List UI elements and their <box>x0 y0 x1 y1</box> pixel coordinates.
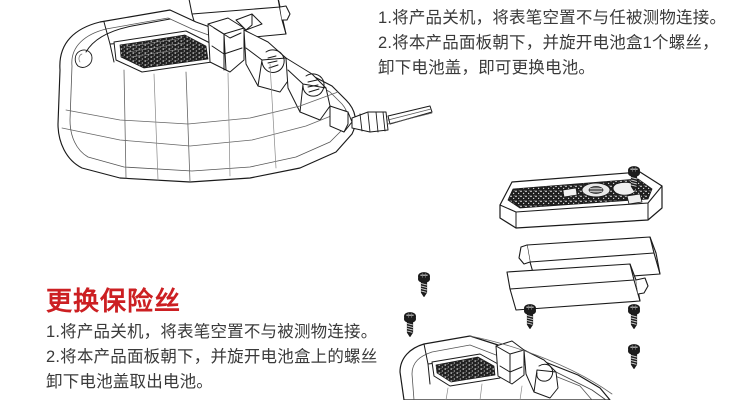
instruction-line: 2.将本产品面板朝下，并旋开电池盒上的螺丝 <box>46 348 378 366</box>
screw-1 <box>628 166 640 192</box>
instructions-bottom-block: 1.将产品关机，将表笔空置不与被测物连接。 2.将本产品面板朝下，并旋开电池盒上… <box>46 320 377 395</box>
instruction-line: 2.将本产品面板朝下，并旋开电池盒1个螺丝， <box>378 34 719 52</box>
screw-2 <box>418 272 430 298</box>
aa-battery-top <box>188 0 291 43</box>
screw-4 <box>524 304 536 330</box>
instruction-line: 1.将产品关机，将表笔空置不与任被测物连接。 <box>378 9 727 27</box>
screws-group <box>404 166 640 370</box>
section-heading: 更换保险丝 <box>46 286 182 316</box>
meter-body-main <box>57 9 433 183</box>
battery-cover-exploded <box>499 171 663 229</box>
screw-3 <box>404 312 416 338</box>
instruction-line: 卸下电池盖，即可更换电池。 <box>378 59 596 77</box>
instruction-line: 1.将产品关机，将表笔空置不与被测物连接。 <box>46 323 378 341</box>
screw-5 <box>628 304 640 330</box>
aa-battery-lower <box>506 263 649 311</box>
aa-battery-upper <box>518 236 661 284</box>
screw-6 <box>628 344 640 370</box>
meter-body-lower <box>399 335 613 400</box>
instructions-top-block: 1.将产品关机，将表笔空置不与任被测物连接。 2.将本产品面板朝下，并旋开电池盒… <box>378 6 726 81</box>
instruction-line: 卸下电池盖取出电池。 <box>46 373 213 391</box>
